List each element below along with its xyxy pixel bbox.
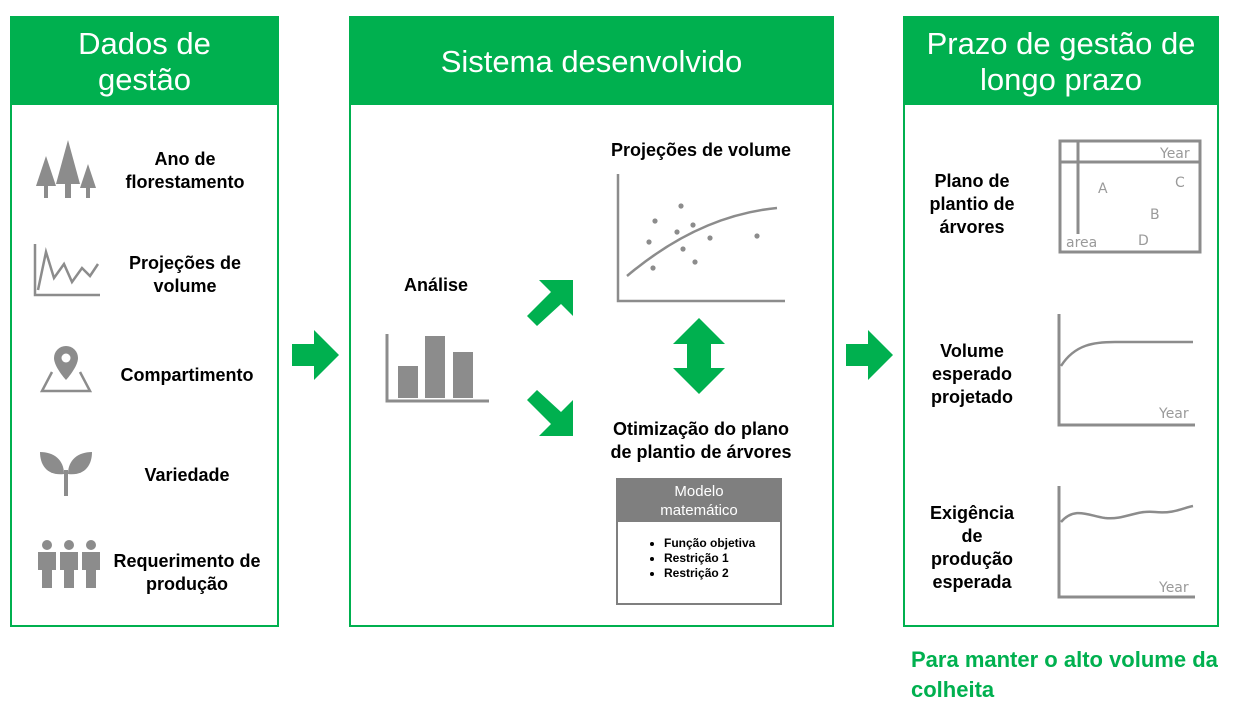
arrow-right-icon [292,330,339,380]
region-letter: D [1138,233,1149,249]
line-chart-icon [33,244,100,297]
panel-long-term-management: Prazo de gestão de longo prazo Plano de … [903,16,1219,627]
sprout-icon [40,452,92,496]
math-model-box: Modelo matemático Função objetiva Restri… [616,478,782,605]
planting-plan-table-icon: Year area A B C D [1058,139,1202,254]
volume-projection-label: Projeções de volume [610,140,792,160]
x-axis-label: Year [1158,580,1189,596]
model-bullet: Restrição 1 [664,551,780,566]
item-label: Projeções de volume [128,253,242,296]
y-axis-label: area [1066,235,1097,251]
scatter-plot-icon [616,174,785,303]
footer-note: Para manter o alto volume da colheita [911,647,1218,702]
panel-title: Dados de gestão [12,18,277,105]
people-icon [38,540,100,588]
x-axis-label: Year [1159,146,1190,162]
item-label: Exigência de produção esperada [929,503,1015,592]
double-arrow-vertical-icon [673,318,725,394]
model-bullet: Função objetiva [664,536,780,551]
trees-icon [36,140,96,198]
optimization-label: Otimização do plano de plantio de árvore… [610,419,792,462]
region-letter: A [1098,181,1108,197]
item-label: Requerimento de produção [113,551,261,594]
panel-title: Prazo de gestão de longo prazo [905,18,1217,105]
panel-developed-system: Sistema desenvolvido Análise Projeções d… [349,16,834,627]
item-label: Volume esperado projetado [930,341,1013,407]
panel-management-data: Dados de gestão Ano de florestamento Pro… [10,16,279,627]
map-pin-icon [39,346,93,393]
arrow-down-right-icon [527,390,573,436]
panel-title: Sistema desenvolvido [351,18,832,105]
region-letter: B [1150,207,1160,223]
model-bullet: Restrição 2 [664,566,780,581]
arrow-right-icon [846,330,893,380]
item-label: Plano de plantio de árvores [929,171,1015,237]
math-model-title: Modelo matemático [618,480,780,522]
analysis-label: Análise [403,275,469,295]
arrow-up-right-icon [527,280,573,326]
region-letter: C [1175,175,1185,191]
item-label: Compartimento [120,365,254,385]
x-axis-label: Year [1158,406,1189,422]
volume-curve-icon: Year [1057,314,1195,427]
item-label: Ano de florestamento [125,149,245,192]
bar-chart-icon [385,334,489,403]
production-curve-icon: Year [1057,486,1195,599]
item-label: Variedade [144,465,230,485]
